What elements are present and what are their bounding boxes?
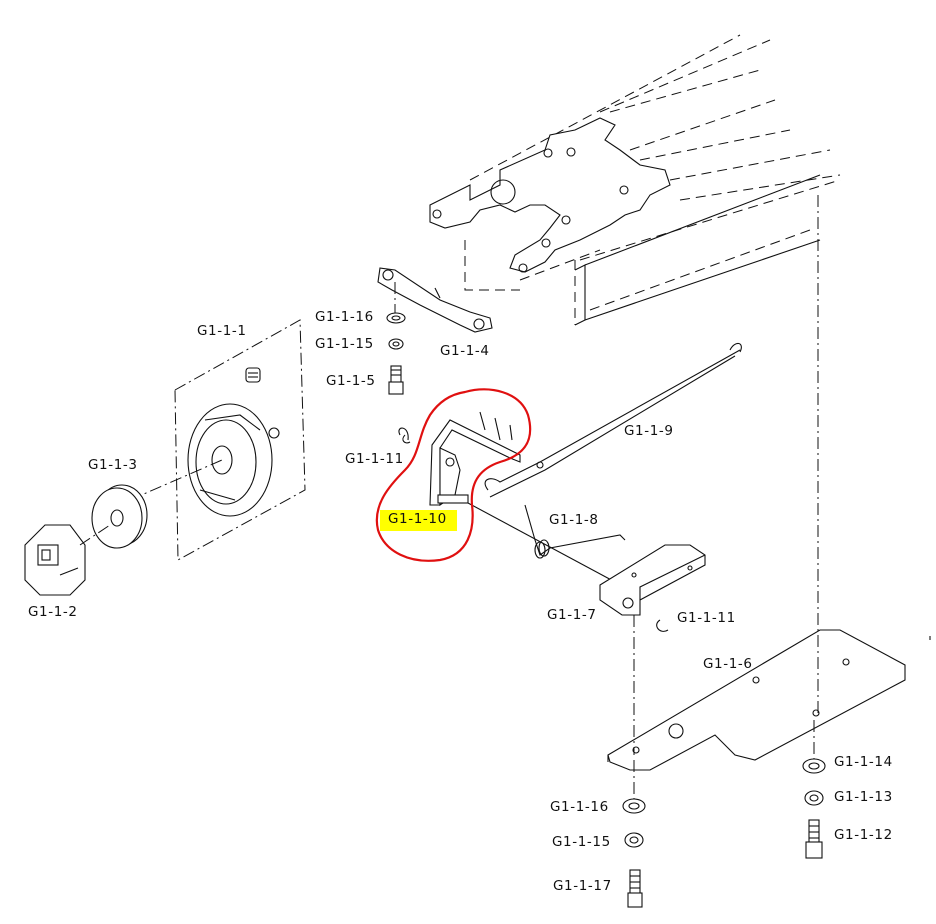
wire-link: [484, 342, 742, 498]
label-g1-1-16-bottom: G1-1-16: [550, 799, 609, 815]
label-g1-1-7: G1-1-7: [547, 607, 597, 623]
screw-stack-bottom-center: [622, 798, 646, 908]
label-g1-1-1: G1-1-1: [197, 323, 247, 339]
label-g1-1-11-right: G1-1-11: [677, 610, 736, 626]
label-g1-1-10: G1-1-10: [380, 510, 457, 531]
throat-plate-assembly: [377, 117, 821, 333]
machine-body-hidden-lines: [469, 34, 841, 311]
label-g1-1-12: G1-1-12: [834, 827, 893, 843]
label-g1-1-15-top: G1-1-15: [315, 336, 374, 352]
bobbin-case: [24, 524, 111, 596]
label-g1-1-14: G1-1-14: [834, 754, 893, 770]
highlight-circle: [375, 388, 532, 562]
label-g1-1-9: G1-1-9: [624, 423, 674, 439]
label-g1-1-5: G1-1-5: [326, 373, 376, 389]
bobbin: [91, 484, 148, 549]
torsion-spring: [524, 504, 626, 559]
label-g1-1-15-bottom: G1-1-15: [552, 834, 611, 850]
rotary-hook: [129, 319, 306, 561]
label-g1-1-13: G1-1-13: [834, 789, 893, 805]
screw-stack-left: [386, 312, 406, 395]
label-g1-1-17: G1-1-17: [553, 878, 612, 894]
label-g1-1-6: G1-1-6: [703, 656, 753, 672]
lever-part: [402, 434, 706, 632]
label-g1-1-11-top: G1-1-11: [345, 451, 404, 467]
screw-stack-bottom-right: [802, 758, 826, 859]
label-g1-1-4: G1-1-4: [440, 343, 490, 359]
plate-part: [607, 195, 906, 800]
label-g1-1-8: G1-1-8: [549, 512, 599, 528]
bracket-part-g1-1-10: [398, 411, 631, 591]
label-g1-1-16-top: G1-1-16: [315, 309, 374, 325]
label-g1-1-2: G1-1-2: [28, 604, 78, 620]
label-g1-1-3: G1-1-3: [88, 457, 138, 473]
